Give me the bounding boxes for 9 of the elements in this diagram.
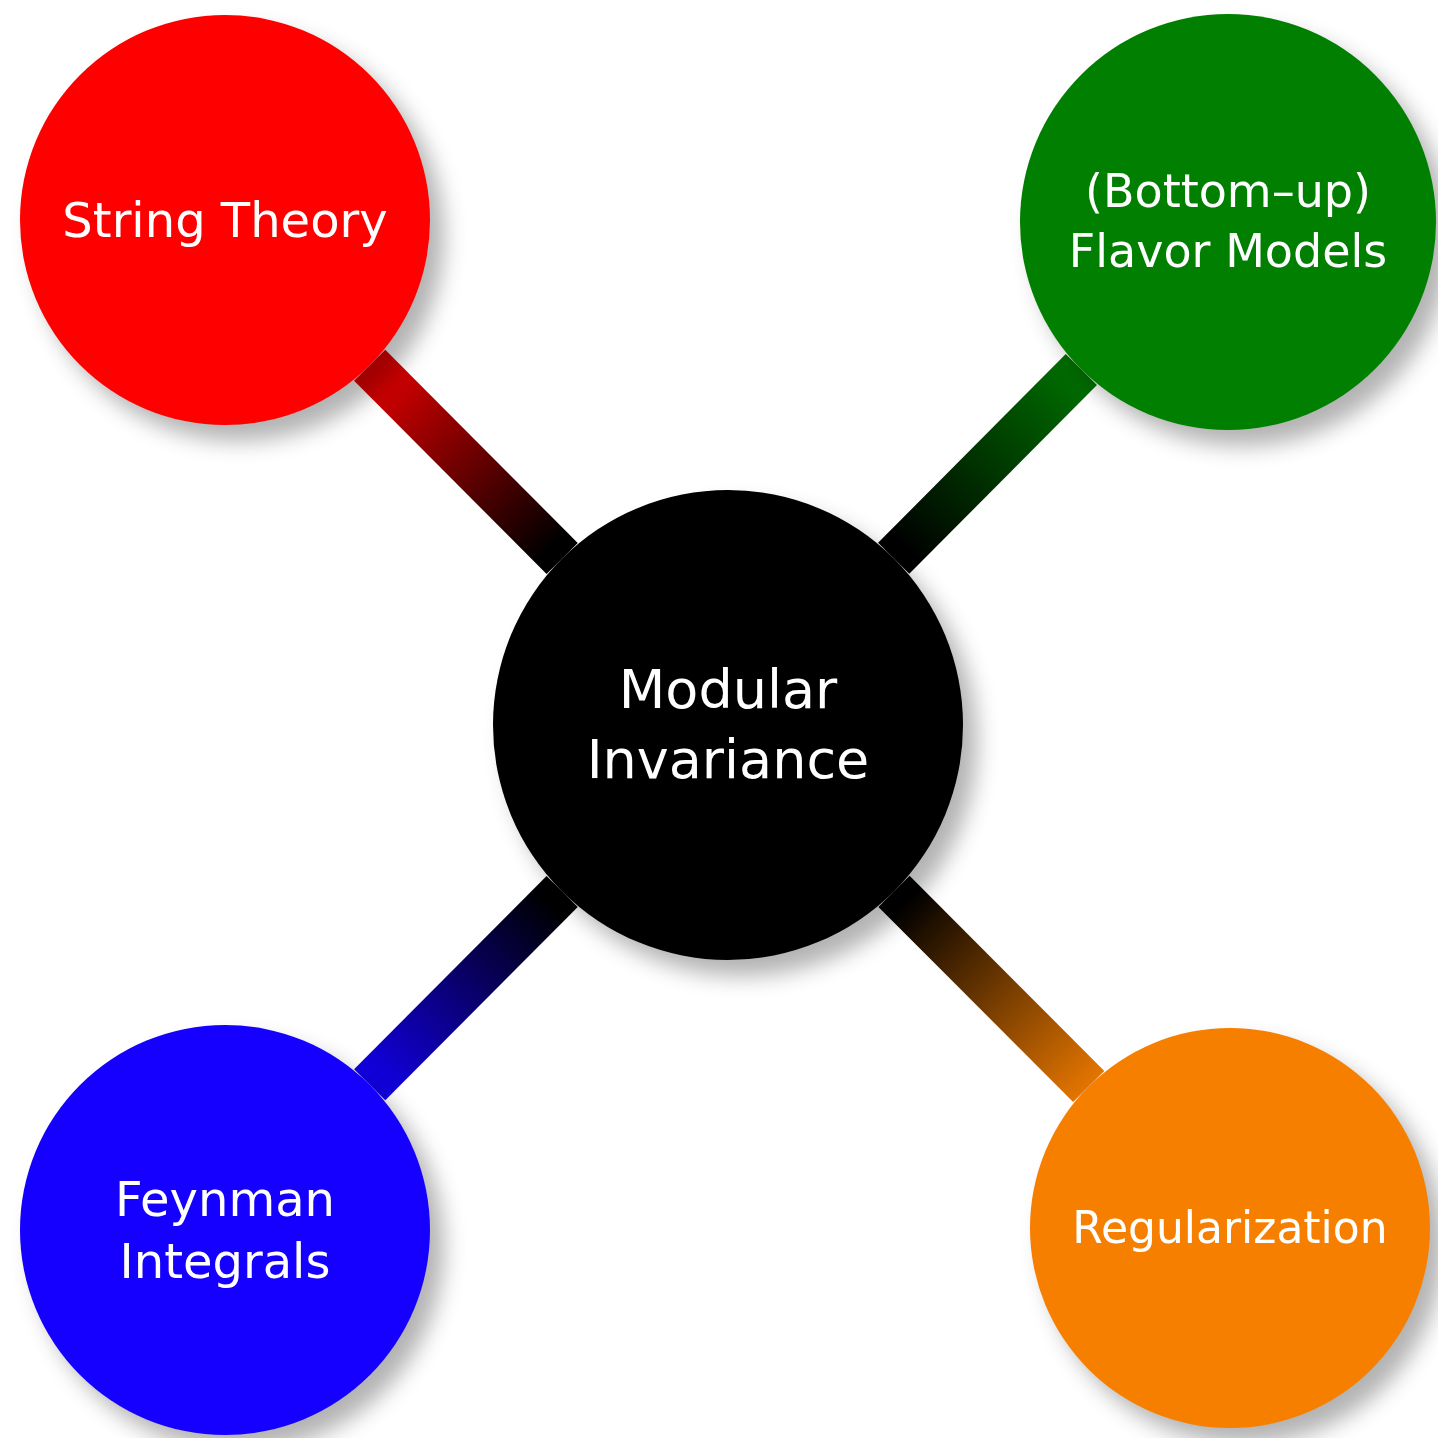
connector-band [354,875,578,1101]
connector-band [878,354,1097,574]
topic-label: Feynman Integrals [114,1169,336,1291]
topic-label: Modular Invariance [585,656,871,793]
topic-label: (Bottom–up) Flavor Models [1067,163,1389,280]
connector-band [354,349,578,575]
topic-label: String Theory [62,190,388,250]
connector-band [878,875,1105,1102]
topic-label: Regularization [1072,1201,1388,1256]
